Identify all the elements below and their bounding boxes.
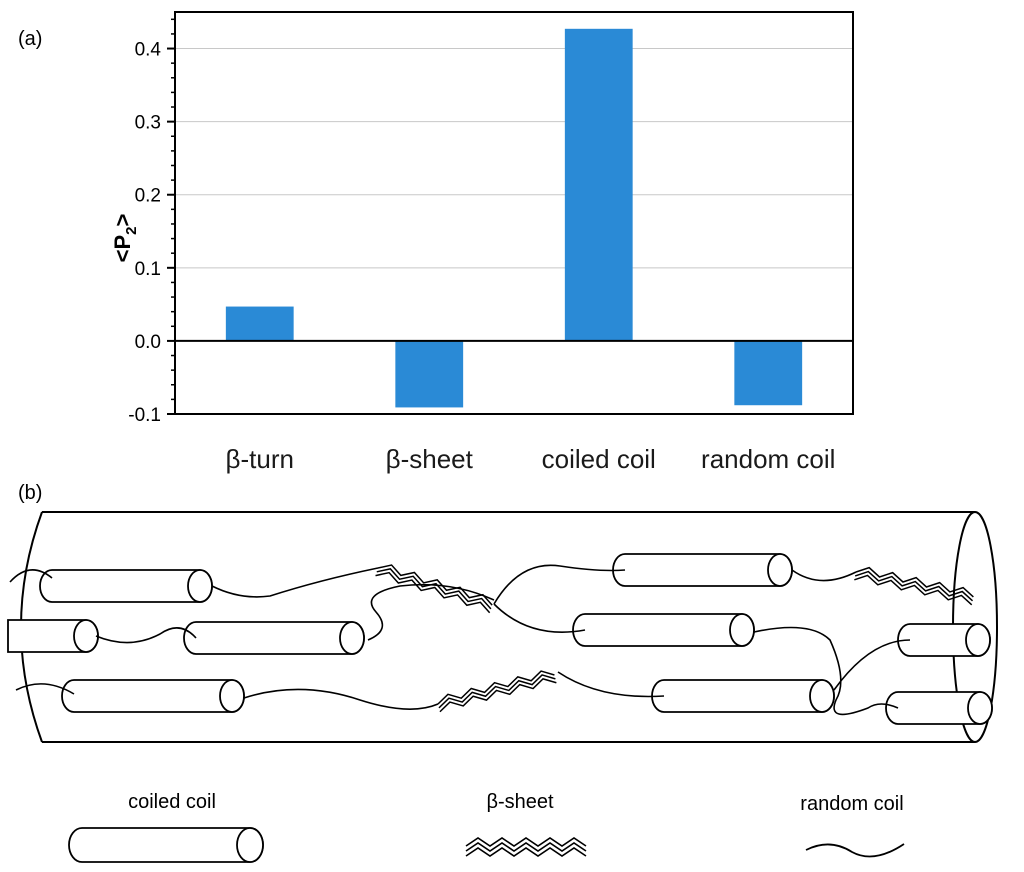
- y-ticks: -0.1 0.0 0.1 0.2 0.3 0.4: [128, 18, 175, 426]
- coil-cylinder: [612, 553, 793, 587]
- beta-sheet-zigzag: [437, 670, 557, 713]
- legend-coiled-coil-label: coiled coil: [128, 791, 216, 813]
- schematic-legend: coiled coil β-sheet random coil: [68, 791, 905, 863]
- bar: [225, 306, 294, 341]
- x-category-label: random coil: [701, 444, 835, 474]
- legend-beta-sheet-label: β-sheet: [486, 791, 554, 813]
- x-category-label: β-turn: [226, 444, 294, 474]
- panel-a-label: (a): [18, 28, 43, 50]
- coil-cylinder: [651, 679, 835, 713]
- x-category-label: β-sheet: [386, 444, 474, 474]
- bar: [564, 28, 633, 341]
- coil-cylinder: [183, 621, 365, 655]
- legend-random-coil-label: random coil: [800, 793, 903, 815]
- bars: [225, 28, 803, 408]
- category-labels: β-turn β-sheet coiled coil random coil: [226, 444, 836, 474]
- coil-cylinder: [61, 679, 245, 713]
- beta-sheet-zigzag: [375, 564, 493, 614]
- y-tick-label: 0.2: [135, 186, 161, 207]
- y-axis-label: <P2>: [110, 214, 140, 263]
- coil-cylinder: [572, 613, 755, 647]
- coil-cylinder: [885, 691, 993, 725]
- y-tick-label: -0.1: [128, 405, 161, 426]
- coil-cylinder: [39, 569, 213, 603]
- coiled-coil-cylinders: [7, 553, 993, 725]
- x-category-label: coiled coil: [542, 444, 656, 474]
- legend-random-coil-icon: [805, 843, 905, 858]
- plot-frame: [174, 11, 854, 415]
- y-tick-label: 0.3: [135, 113, 161, 134]
- beta-sheet-zigzag: [854, 566, 974, 606]
- panel-b-label: (b): [18, 482, 43, 504]
- beta-sheets: [375, 564, 974, 713]
- bar: [395, 340, 464, 408]
- legend-coiled-coil-icon: [68, 827, 264, 863]
- coil-cylinder: [7, 619, 99, 653]
- coil-cylinder: [897, 623, 991, 657]
- random-coil-linkers: [9, 564, 911, 716]
- bar: [734, 340, 803, 406]
- y-tick-label: 0.1: [135, 259, 161, 280]
- y-tick-label: 0.4: [135, 40, 162, 61]
- y-tick-label: 0.0: [135, 332, 161, 353]
- legend-beta-sheet-icon: [465, 837, 587, 857]
